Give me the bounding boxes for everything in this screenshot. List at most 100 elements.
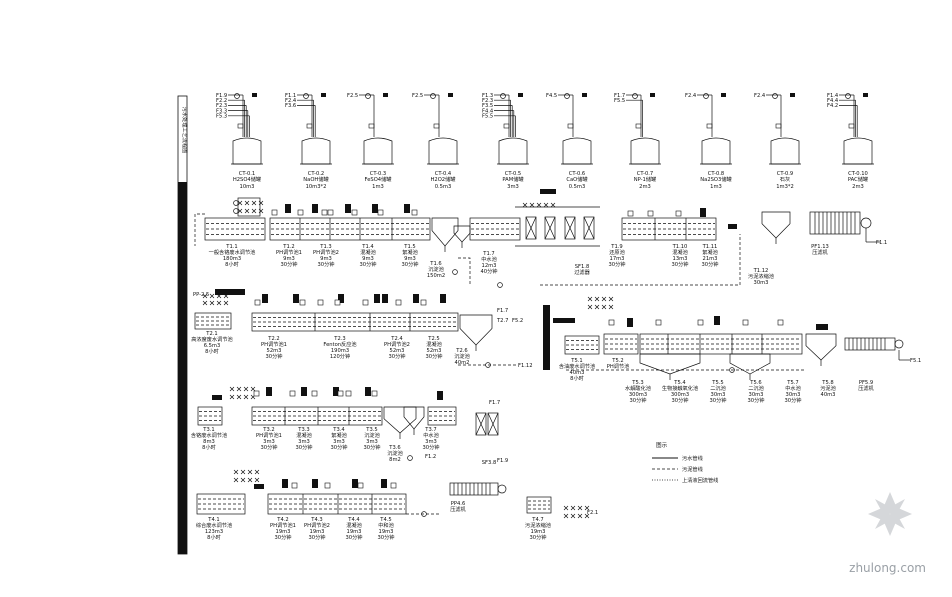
filter-manifold [515,206,600,247]
valve-icon [244,200,250,206]
filter-vessel [564,216,576,240]
instrument-icon [377,209,384,216]
valve-icon [229,394,235,400]
unit-code: T1.6 [429,261,441,267]
flow-tag: F1.2 [425,454,436,460]
valve-icon [594,296,600,302]
watermark-text: zhulong.com [849,561,926,575]
instrument-icon [627,210,634,217]
valve-icon [570,505,576,511]
motor-icon [700,208,706,217]
unit-volume: 30m3 [749,392,764,398]
valve-icon [601,296,607,302]
instrument-icon [362,299,369,306]
unit-time: 30分钟 [672,396,689,404]
filter-vessel [487,412,499,436]
feed-tag: F3.6 [285,103,296,109]
tank-code: CT-0.3 [370,171,386,177]
unit-volume: 9m3 [404,256,416,262]
motor-icon [440,294,446,303]
tank-t4-7 [526,496,552,514]
feed-tag: F2.4 [754,93,766,99]
instrument-icon [503,123,510,129]
tank-t5-1 [564,335,600,355]
unit-code: T5.5 [711,380,723,386]
process-line-4: F2.1T4.1综合废水调节池123m38小时T4.2PH调节池119m330分… [196,469,598,541]
tank-volume: 2m3 [852,184,864,190]
instrument-icon [390,482,397,489]
pump-icon [421,511,427,517]
unit-code: T1.5 [403,244,415,250]
unit-code: T3.2 [262,427,274,433]
legend-label-sewage: 污水管线 [682,454,703,462]
motor-icon [293,294,299,303]
unit-code: T1.11 [702,244,718,250]
instrument-icon [420,299,427,306]
instrument-icon [271,209,278,216]
tank-body [701,137,731,165]
unit-time: 30分钟 [785,396,802,404]
valve-icon [543,202,549,208]
unit-volume: 3m3 [333,439,345,445]
flow-tag: F1.7 [489,400,500,406]
unit-volume: 300m3 [629,392,647,398]
motor-icon [721,93,726,97]
valve-icon [522,202,528,208]
instrument-icon [254,299,261,306]
filter-vessel [475,412,487,436]
unit-volume: 3m3 [425,439,437,445]
tanks-t3-2-to-t3-5 [251,406,383,426]
tank-body [843,137,873,165]
sludge-hopper [453,225,471,248]
valve-icon [254,477,260,483]
tanks-t1-2-to-t1-5 [269,217,431,241]
valve-icon [233,477,239,483]
unit-volume: 19m3 [310,529,325,535]
unit-name: 过滤器 [574,268,590,276]
instrument-icon [567,123,574,129]
unit-time: 30分钟 [296,443,313,451]
clarifiers-t3-6 [383,406,417,439]
unit-time: 30分钟 [281,260,298,268]
unit-volume: 9m3 [283,256,295,262]
unit-code: SF3.8 [482,460,497,466]
unit-time: 30分钟 [331,443,348,451]
valve-icon [202,300,208,306]
valve-icon [251,208,257,214]
instrument-icon [433,123,440,129]
valve-icon [251,200,257,206]
unit-name: 中水池 [785,384,801,392]
motor-icon [352,479,358,488]
motor-icon [282,479,288,488]
unit-code: T4.5 [379,517,391,523]
unit-code: T2.5 [427,336,439,342]
tank-body [498,137,528,165]
motor-icon [365,387,371,396]
tank-code: CT-0.10 [848,171,868,177]
tank-t1-1 [204,217,266,241]
motor-icon [312,204,318,213]
feed-tag: F2.2 [216,98,227,104]
valve-icon [236,386,242,392]
valve-icon [563,505,569,511]
unit-code: PF1.13 [811,244,829,250]
instrument-icon [357,482,364,489]
unit-code: T1.2 [282,244,294,250]
unit-name: 中水池 [423,431,439,439]
unit-volume: 40m3 [821,392,836,398]
motor-icon [627,318,633,327]
pump-icon [452,269,458,275]
